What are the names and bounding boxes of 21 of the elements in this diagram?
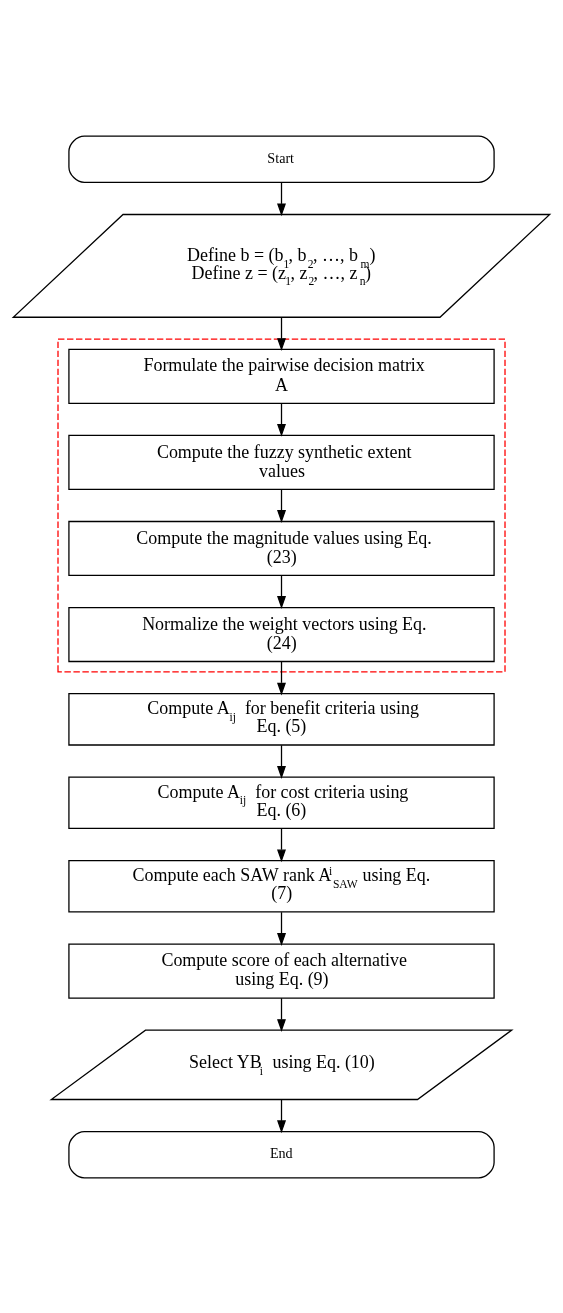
arrow (277, 488, 286, 523)
arrow (277, 1098, 286, 1133)
arrow (277, 997, 286, 1032)
node-box: End (68, 1130, 495, 1178)
arrow (277, 911, 286, 946)
node-box: Compute the magnitude values using Eq. (23) (68, 520, 495, 576)
arrow (277, 316, 286, 351)
node-box: Normalize the weight vectors using Eq. (24) (68, 606, 495, 662)
arrow (277, 827, 286, 862)
node-box: Compute A$_{ij}$ for benefit criteria using Eq. (5) (68, 692, 495, 746)
node-box: Compute score of each alternative using Eq. (9) (68, 942, 495, 999)
node-box: Start (68, 135, 495, 183)
arrow (277, 402, 286, 437)
arrow (277, 744, 286, 779)
arrow (277, 181, 286, 216)
node-box: Compute each SAW rank A$^{i}$$_{SAW}$ using Eq. (7) (68, 859, 495, 913)
arrow (277, 660, 286, 695)
arrow (277, 574, 286, 609)
node-box: Compute the fuzzy synthetic extent values (68, 434, 495, 490)
node-box: Compute A$_{ij}$ for cost criteria using Eq. (6) (68, 775, 495, 829)
node-box: Formulate the pairwise decision matrix A (68, 348, 495, 404)
